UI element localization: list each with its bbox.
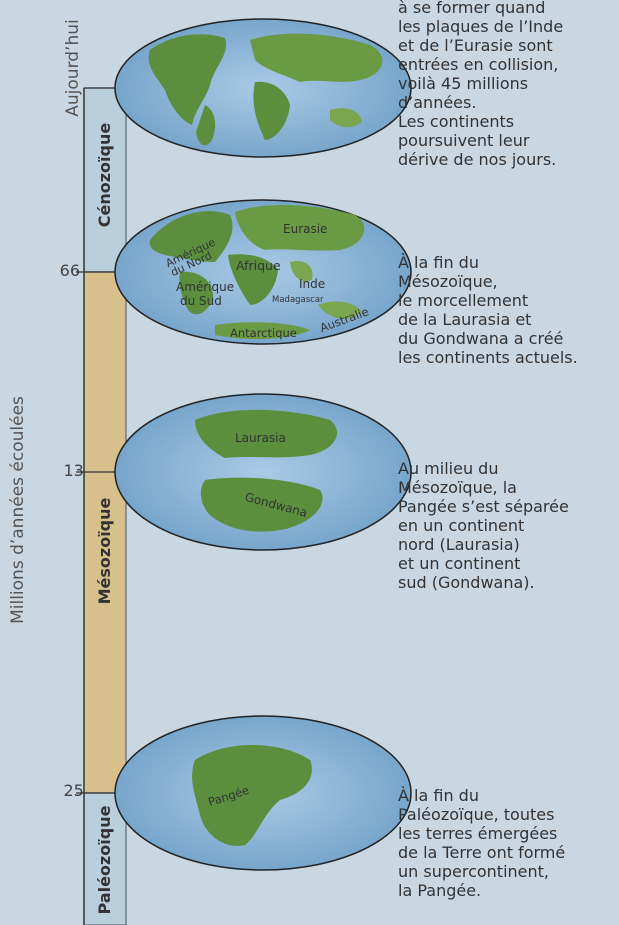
era-paleozoic: Paléozoïque: [95, 805, 114, 915]
cenozoic-bar: [83, 87, 127, 273]
map-today: [114, 18, 412, 158]
description-135: Au milieu du Mésozoïque, la Pangée s’est…: [398, 459, 569, 592]
label-amerique-sud-1: Amérique: [176, 280, 234, 294]
description-66: À la fin du Mésozoïque, le morcellement …: [398, 253, 578, 367]
label-antarctique: Antarctique: [230, 326, 297, 340]
map-135: Laurasia Gondwana: [114, 393, 412, 551]
label-amerique-sud-2: du Sud: [180, 294, 222, 308]
description-today: à se former quand les plaques de l’Inde …: [398, 0, 564, 169]
map-252: Pangée: [114, 715, 412, 871]
label-eurasie: Eurasie: [283, 222, 327, 236]
description-252: À la fin du Paléozoïque, toutes les terr…: [398, 786, 566, 900]
label-laurasia: Laurasia: [235, 431, 286, 445]
era-cenozoic: Cénozoïque: [95, 122, 114, 228]
map-66: Amérique du Nord Eurasie Afrique Amériqu…: [114, 199, 412, 345]
era-mesozoic: Mésozoïque: [95, 497, 114, 605]
tick-66: 66: [59, 261, 80, 280]
label-inde: Inde: [299, 277, 325, 291]
label-madagascar: Madagascar: [272, 295, 324, 305]
label-afrique: Afrique: [236, 258, 281, 273]
